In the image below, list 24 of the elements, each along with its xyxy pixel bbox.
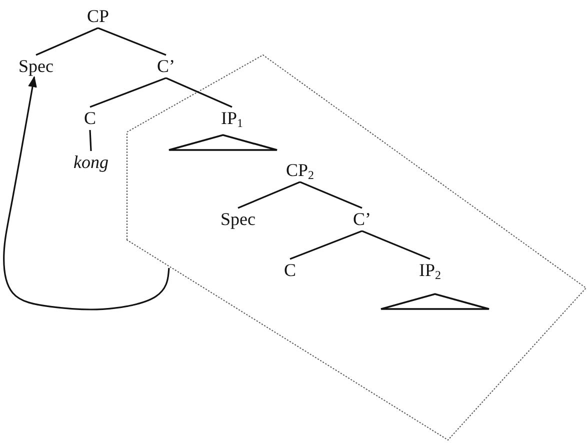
tree-branch-line xyxy=(362,230,430,260)
tree-branch-line xyxy=(166,77,232,108)
movement-arrow xyxy=(3,76,170,310)
tree-node-label: Spec xyxy=(18,57,54,75)
tree-node-label: C’ xyxy=(157,57,175,75)
tree-branch-line xyxy=(90,77,166,108)
tree-node-label: CP xyxy=(86,7,110,25)
tree-branch-line xyxy=(238,181,300,209)
tree-node-label: C’ xyxy=(353,210,371,228)
tree-node-label: IP$_{2}$ xyxy=(419,261,441,279)
tree-branch-line xyxy=(300,181,362,209)
tree-branch-line xyxy=(89,130,92,152)
tree-node-label: kong xyxy=(74,153,108,171)
dashed-region-outline xyxy=(126,54,587,441)
tree-node-label: C xyxy=(84,109,96,127)
tree-branch-line xyxy=(98,27,166,56)
tree-branch-line xyxy=(290,230,362,260)
tree-branch-line xyxy=(36,27,98,56)
roof-triangle xyxy=(380,293,490,310)
tree-node-label: IP$_{1}$ xyxy=(221,109,243,127)
tree-node-label: C xyxy=(284,261,296,279)
roof-triangle xyxy=(168,134,278,151)
tree-node-label: CP$_{2}$ xyxy=(286,161,314,179)
tree-node-label: Spec xyxy=(220,210,256,228)
